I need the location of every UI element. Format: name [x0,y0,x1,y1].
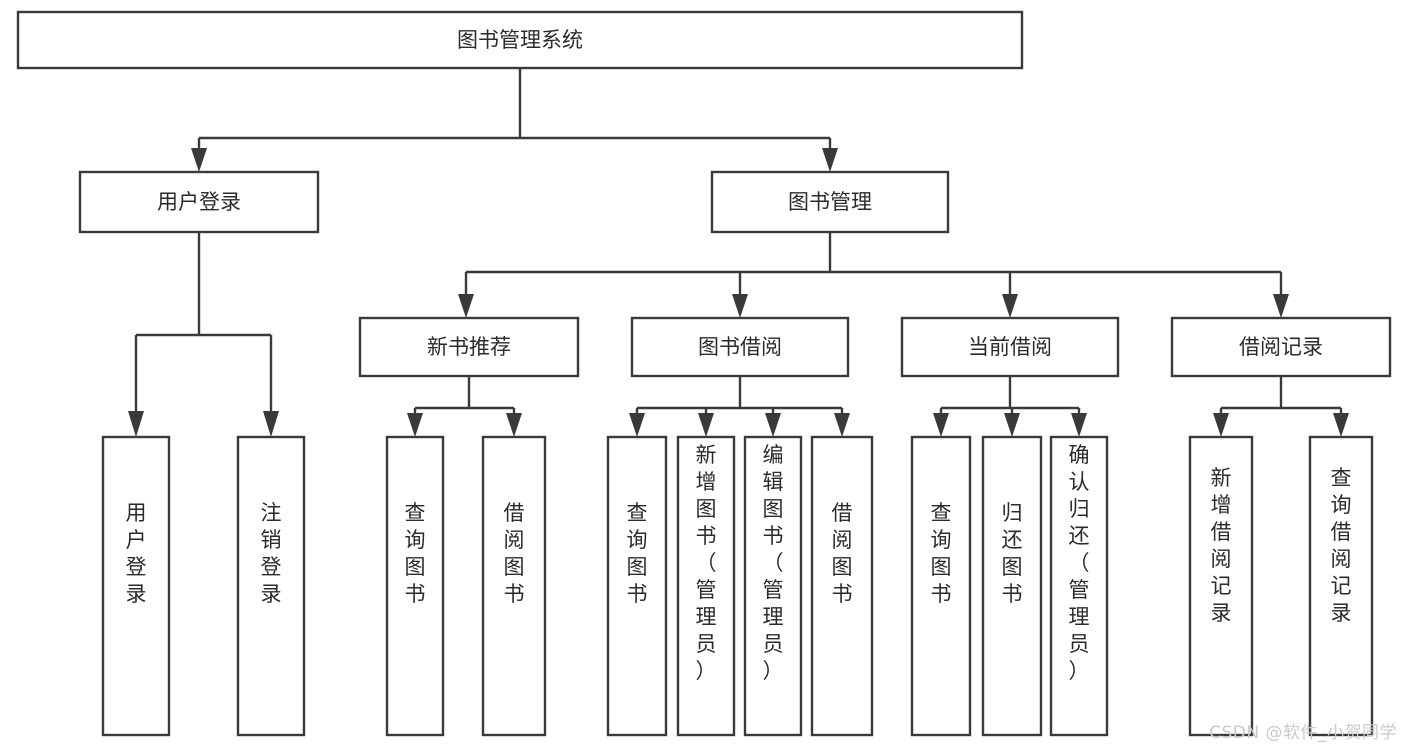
node-leaf-add-book-label: 新增图书（管理员） [696,443,717,683]
node-borrow-record-box[interactable] [1170,316,1392,378]
node-leaf-query-book-current-box[interactable] [910,435,972,737]
node-leaf-add-borrow-record-label: 新增借阅记录 [1211,466,1232,625]
node-root[interactable]: 图书管理系统 [16,10,1024,70]
arrow-head-leaf-return-book [1004,413,1020,437]
node-leaf-confirm-return-label: 确认归还（管理员） [1069,443,1090,683]
node-user-login-label: 用户登录 [157,190,241,214]
node-leaf-user-login-label: 用户登录 [126,501,147,606]
node-book-management[interactable]: 图书管理 [710,170,950,234]
node-leaf-borrow-book-label: 借阅图书 [832,501,853,606]
connector-book-borrow-to-leaves [629,376,850,437]
node-new-book-recommend-box[interactable] [358,316,580,378]
connector-user-login-to-leaves [128,232,279,437]
node-leaf-borrow-book-recommend-box[interactable] [481,435,547,737]
node-leaf-borrow-book-box[interactable] [810,435,874,737]
node-book-borrow-label: 图书借阅 [698,335,782,359]
node-leaf-borrow-book-recommend-label: 借阅图书 [504,501,525,606]
node-leaf-query-book-borrow[interactable]: 查询图书 [606,435,668,737]
node-book-management-box[interactable] [710,170,950,234]
arrow-head-leaf-user-login [128,411,144,437]
node-leaf-user-logout-label: 注销登录 [261,501,282,606]
arrow-head-book-borrow [732,294,748,318]
node-current-borrow[interactable]: 当前借阅 [900,316,1120,378]
arrow-head-new-book-recommend [458,294,474,318]
node-leaf-user-login-box[interactable] [101,435,171,737]
connector-root-to-level1 [191,68,838,172]
node-current-borrow-label: 当前借阅 [968,335,1052,359]
node-leaf-return-book[interactable]: 归还图书 [981,435,1043,737]
node-book-management-label: 图书管理 [788,190,872,214]
node-new-book-recommend-label: 新书推荐 [427,335,511,359]
node-root-label: 图书管理系统 [457,28,583,52]
node-leaf-user-login[interactable]: 用户登录 [101,435,171,737]
node-new-book-recommend[interactable]: 新书推荐 [358,316,580,378]
connector-borrow-record-to-leaves [1213,376,1349,437]
node-book-borrow[interactable]: 图书借阅 [630,316,850,378]
arrow-head-leaf-query-borrow-record [1333,413,1349,437]
connector-new-book-recommend-to-leaves [407,376,522,437]
arrow-head-leaf-query-book-borrow [629,413,645,437]
arrow-head-current-borrow [1002,294,1018,318]
node-leaf-query-book-borrow-box[interactable] [606,435,668,737]
node-leaf-user-logout[interactable]: 注销登录 [236,435,306,737]
arrow-head-book-management [822,148,838,172]
arrow-head-leaf-edit-book [765,413,781,437]
node-leaf-return-book-box[interactable] [981,435,1043,737]
node-leaf-query-book-borrow-label: 查询图书 [627,501,648,606]
arrow-head-leaf-add-borrow-record [1213,413,1229,437]
node-root-box[interactable] [16,10,1024,70]
node-leaf-return-book-label: 归还图书 [1002,501,1023,606]
node-leaf-edit-book-box[interactable] [743,435,803,737]
arrow-head-leaf-user-logout [263,411,279,437]
node-leaf-confirm-return-box[interactable] [1049,435,1109,737]
node-book-borrow-box[interactable] [630,316,850,378]
arrow-head-leaf-borrow-book [834,413,850,437]
node-leaf-add-book[interactable]: 新增图书（管理员） [676,435,736,737]
node-leaf-borrow-book[interactable]: 借阅图书 [810,435,874,737]
connector-book-management-to-level2 [458,232,1289,318]
arrow-head-leaf-add-book [698,413,714,437]
node-user-login[interactable]: 用户登录 [78,170,320,234]
node-leaf-add-borrow-record[interactable]: 新增借阅记录 [1188,435,1254,737]
node-leaf-borrow-book-recommend[interactable]: 借阅图书 [481,435,547,737]
node-leaf-edit-book-label: 编辑图书（管理员） [763,443,784,683]
node-borrow-record-label: 借阅记录 [1239,335,1323,359]
node-leaf-edit-book[interactable]: 编辑图书（管理员） [743,435,803,737]
node-leaf-query-book-current[interactable]: 查询图书 [910,435,972,737]
node-leaf-confirm-return[interactable]: 确认归还（管理员） [1049,435,1109,737]
node-leaf-user-logout-box[interactable] [236,435,306,737]
node-leaf-query-borrow-record[interactable]: 查询借阅记录 [1308,435,1374,737]
arrow-head-leaf-borrow-book-recommend [506,413,522,437]
arrow-head-leaf-confirm-return [1071,413,1087,437]
connector-current-borrow-to-leaves [933,376,1087,437]
arrow-head-user-login [191,148,207,172]
node-leaf-add-borrow-record-box[interactable] [1188,435,1254,737]
csdn-watermark: CSDN @软件_小贺同学 [1209,723,1397,743]
node-leaf-query-book-recommend-label: 查询图书 [405,501,426,606]
arrow-head-leaf-query-book-current [933,413,949,437]
arrow-head-borrow-record [1273,294,1289,318]
node-user-login-box[interactable] [78,170,320,234]
node-borrow-record[interactable]: 借阅记录 [1170,316,1392,378]
node-leaf-add-book-box[interactable] [676,435,736,737]
arrow-head-leaf-query-book-recommend [407,413,423,437]
node-leaf-query-book-current-label: 查询图书 [931,501,952,606]
node-leaf-query-borrow-record-label: 查询借阅记录 [1331,466,1352,625]
node-leaf-query-book-recommend[interactable]: 查询图书 [385,435,445,737]
node-current-borrow-box[interactable] [900,316,1120,378]
node-leaf-query-borrow-record-box[interactable] [1308,435,1374,737]
node-leaf-query-book-recommend-box[interactable] [385,435,445,737]
